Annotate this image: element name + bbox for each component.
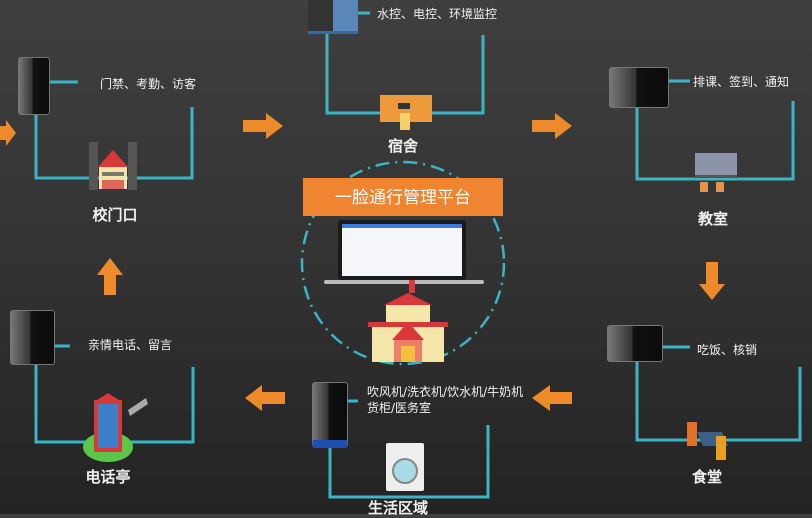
classroom-icon [695,153,737,192]
classroom-label: 教室 [697,210,729,228]
dorm-label: 宿舍 [387,137,419,155]
platform-title-banner: 一脸通行管理平台 [303,178,503,216]
living-functions-line2: 货柜/医务室 [367,401,432,415]
living-label: 生活区域 [367,499,429,517]
arrow-left-icon [532,385,572,411]
dorm-functions: 水控、电控、环境监控 [377,7,498,21]
living-functions-line1: 吹风机/洗衣机/饮水机/牛奶机 [367,385,524,399]
classroom-tablet [609,67,669,108]
canteen-icon [687,422,728,460]
gate-functions: 门禁、考勤、访客 [100,77,197,91]
phone-booth-icon [83,393,148,462]
dorm-card-reader [308,0,358,34]
arrow-right-icon [532,113,572,139]
gate-face-terminal [18,57,50,115]
arrow-right-icon [243,113,283,139]
arrow-right-icon [0,120,16,146]
phone-terminal [10,310,55,365]
canteen-terminal [607,325,663,362]
classroom-functions: 排课、签到、通知 [693,75,790,89]
canteen-functions: 吃饭、核销 [697,343,758,357]
phone-functions: 亲情电话、留言 [88,338,173,352]
washing-machine-icon [386,443,424,491]
arrow-down-icon [699,262,725,300]
school-building-icon [368,280,448,362]
canteen-label: 食堂 [691,468,723,486]
platform-circle [300,160,506,366]
living-terminal [312,382,348,448]
school-gate-icon [89,142,137,190]
gate-label: 校门口 [92,206,138,224]
laptop-icon [324,220,484,284]
dormitory-icon [380,95,432,130]
arrow-left-icon [245,385,285,411]
phone-label: 电话亭 [85,468,131,486]
arrow-up-icon [97,258,123,295]
